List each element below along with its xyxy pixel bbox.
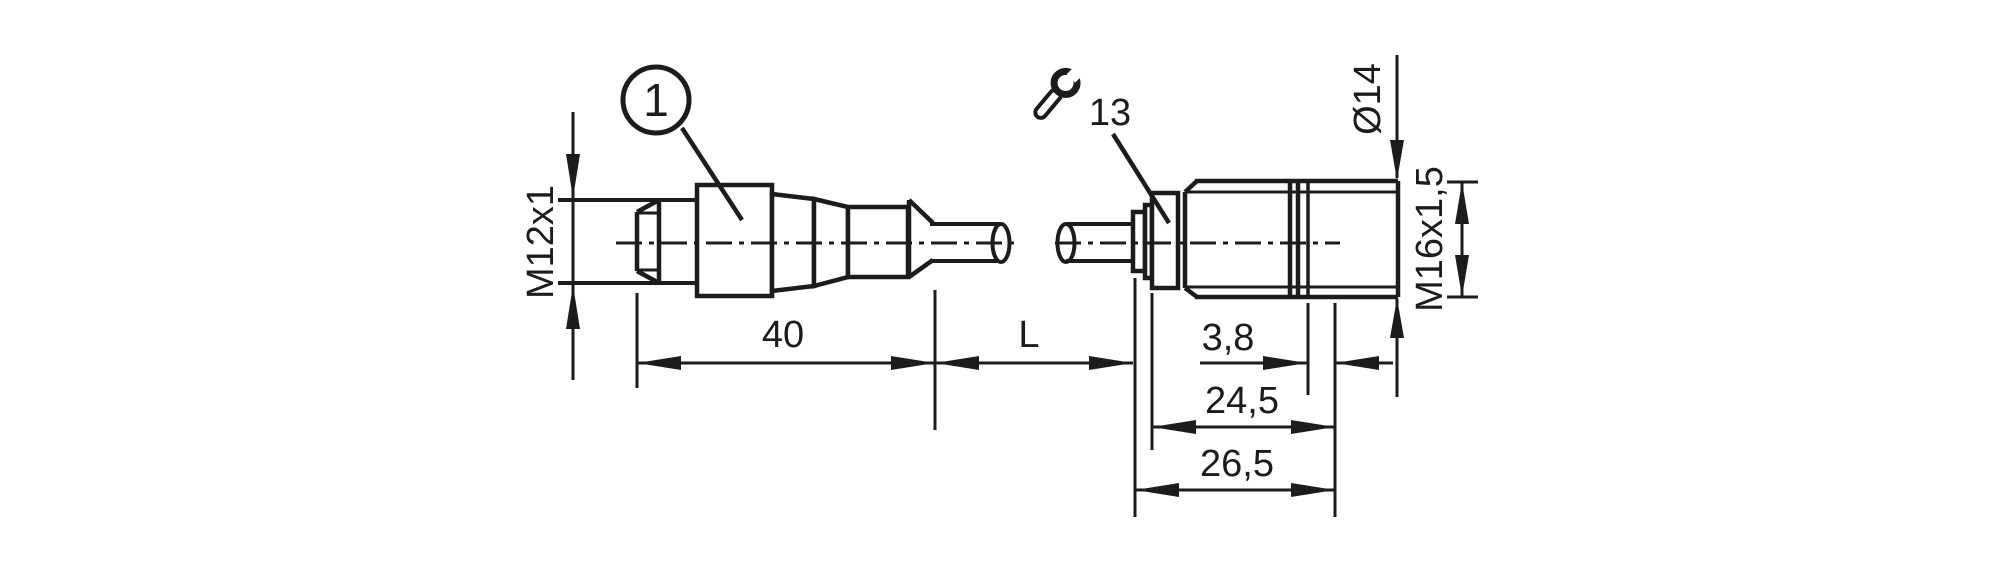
label-housing-length: 24,5 [1205,380,1279,422]
arrowhead [1263,356,1307,370]
item-callout-number: 1 [643,74,669,126]
arrowhead [1455,255,1469,297]
arrowhead [935,356,979,370]
callouts: 1 13 [620,63,1171,225]
item-leader-line [680,126,744,222]
arrowhead [1455,182,1469,224]
arrowhead [566,154,580,198]
arrowhead [637,356,681,370]
arrowhead [1335,356,1379,370]
wrench-jaw-gap [1066,63,1086,83]
label-m12-thread: M12x1 [520,185,562,299]
arrowhead [1390,140,1404,180]
wrench-icon [1033,63,1086,120]
dim-m12-thread [566,112,580,380]
hex-nut [1149,190,1181,291]
label-overall-length: 26,5 [1200,443,1274,485]
arrowhead [566,285,580,329]
dimension-labels: M12x1 40 L 3,8 24,5 26,5 Ø14 M16x1,5 [520,63,1451,485]
label-cable-length: L [1018,314,1039,356]
arrowhead [1291,420,1335,434]
dimensions [566,55,1478,517]
label-body-diameter: Ø14 [1347,63,1389,135]
arrowhead [1390,298,1404,338]
m12-chamfer-bottom [635,269,661,285]
item-callout-circle [620,64,692,136]
arrowhead [1135,483,1179,497]
label-connector-length: 40 [762,314,804,356]
connector-grip-body [694,182,775,299]
left-connector-view [558,182,1012,299]
wrench-leader-line [1111,132,1171,225]
right-sensor-view [1055,178,1401,300]
dim-cable-length [935,278,1137,517]
arrowhead [1089,356,1133,370]
dim-housing-length [1150,293,1335,450]
arrowhead [891,356,935,370]
m12-chamfer-top [635,198,661,214]
arrowhead [1152,420,1196,434]
boot-cone-top [907,198,935,225]
label-m16-thread: M16x1,5 [1409,166,1451,312]
dim-m16-thread [1447,180,1478,299]
boot-cone-bottom [907,258,935,279]
dim-thread-to-body [1200,303,1393,395]
dim-overall-length [1135,303,1337,517]
dim-connector-length [635,290,937,430]
arrowhead [1291,483,1335,497]
wrench-size-label: 13 [1089,92,1131,134]
dim-body-diameter [1390,55,1404,397]
label-thread-to-body: 3,8 [1202,317,1255,359]
